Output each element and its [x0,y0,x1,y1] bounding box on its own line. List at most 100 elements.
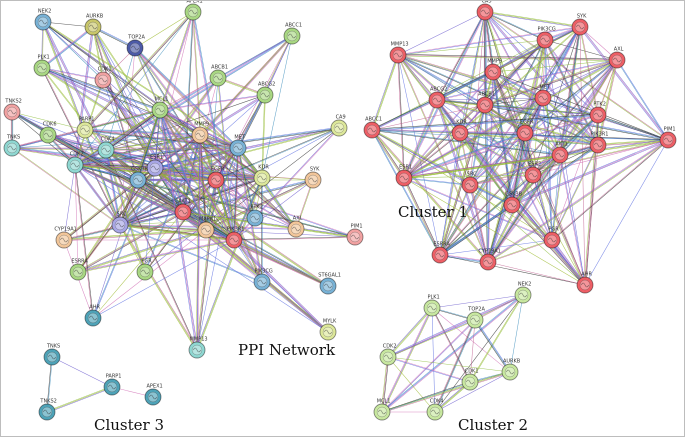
cluster1-node-ahr[interactable]: AHR [576,272,594,294]
cluster1-edge-abcb1-esrra [440,105,487,256]
cluster1-node-ca9[interactable]: CA9 [476,0,494,21]
cluster1-node-mmp9[interactable]: MMP9 [484,59,502,81]
ppi-node-parp1[interactable]: PARP1 [76,117,94,139]
cluster1-node-src[interactable]: SRC [461,172,479,194]
ppi-node-apex1[interactable]: APEX1 [184,0,203,21]
cluster1-node-mmp13[interactable]: MMP13 [389,42,409,64]
cluster2-node-nek2[interactable]: NEK2 [514,282,532,304]
cluster1-node-pim1[interactable]: PIM1 [659,127,677,149]
cluster1-edge-mmp13-esr2 [398,54,534,175]
ppi-node-ahr[interactable]: AHR [84,305,102,327]
cluster1-edge-met-esr1-1 [403,97,544,179]
cluster1-edge-axl-pik3r1-2 [596,59,617,145]
ppi-edge-gsk3b-tnks2-2 [12,111,139,180]
ppi-node-axl[interactable]: AXL [287,216,305,238]
ppi-edge-apex1-parp1-2 [84,11,193,130]
node-label: AXL [614,47,624,53]
ppi-node-kdr[interactable]: KDR [253,165,271,187]
ppi-node-pik3cg[interactable]: PIK3CG [253,269,273,291]
ppi-node-met[interactable]: MET [229,135,247,157]
ppi-node-cdk4[interactable]: CDK4 [97,137,115,159]
cluster1-node-cyp19a1[interactable]: CYP19A1 [478,249,501,271]
cluster1-node-axl[interactable]: AXL [608,47,626,69]
ppi-node-tnks2[interactable]: TNKS2 [3,99,22,121]
ppi-node-ca9[interactable]: CA9 [330,115,348,137]
ppi-node-mapk1[interactable]: MAPK1 [197,217,216,239]
ppi-node-plk1[interactable]: PLK1 [33,55,51,77]
ppi-node-mcl1[interactable]: MCL1 [151,97,168,119]
cluster3-node-parp1[interactable]: PARP1 [103,374,122,396]
cluster2-node-mcl1[interactable]: MCL1 [373,399,390,421]
cluster1-node-kdr[interactable]: KDR [451,120,469,142]
cluster1-node-syk[interactable]: SYK [571,14,589,36]
ppi-node-cyp19a1[interactable]: CYP19A1 [54,227,77,249]
ppi-node-aurkb[interactable]: AURKB [84,14,104,36]
ppi-node-akt1[interactable]: AKT1 [174,199,192,221]
ppi-node-top2a[interactable]: TOP2A [126,35,145,57]
ppi-edge-mmp13-mmp9-2 [197,135,202,351]
ppi-node-esrra[interactable]: ESRRA [69,259,88,281]
cluster1-node-gsk3b[interactable]: GSK3B [503,192,523,214]
protein-structure-squiggle [8,109,16,115]
cluster2-node-cdk1[interactable]: CDK1 [461,369,479,391]
cluster1-node-akt1[interactable]: AKT1 [551,142,569,164]
cluster1-node-abcc1[interactable]: ABCC1 [363,117,382,139]
cluster1-edge-kdr-esr2 [460,132,534,175]
ppi-edge-met-abcg2-2 [238,95,266,149]
cluster1-node-met[interactable]: MET [534,85,552,107]
ppi-node-ptk2[interactable]: PTK2 [246,205,264,227]
ppi-node-src[interactable]: SRC [111,212,129,234]
ppi-node-abcc1[interactable]: ABCC1 [283,23,302,45]
cluster1-edge-abcc1-esr1 [372,129,405,178]
ppi-node-syk[interactable]: SYK [304,167,322,189]
cluster1-node-egfr[interactable]: EGFR [516,120,534,142]
cluster2-node-cdk2[interactable]: CDK2 [379,344,397,366]
ppi-node-mylk[interactable]: MYLK [319,319,337,341]
ppi-node-nek2[interactable]: NEK2 [34,9,52,31]
ppi-node-tnks[interactable]: TNKS [3,135,21,157]
ppi-node-cdk2[interactable]: CDK2 [66,152,84,174]
ppi-node-gsk3b[interactable]: GSK3B [129,167,149,189]
cluster1-node-ptk2[interactable]: PTK2 [589,102,607,124]
cluster1-edge-pim1-pgr [552,140,669,241]
ppi-node-pik3r1[interactable]: PIK3R1 [225,227,244,249]
cluster2-edge-cdk1-mcl1-1 [381,381,470,412]
ppi-node-pgr[interactable]: PGR [136,259,154,281]
ppi-node-egfr[interactable]: EGFR [207,167,225,189]
cluster1-node-pik3cg[interactable]: PIK3CG [536,27,556,49]
ppi-node-cdk1[interactable]: CDK1 [94,67,112,89]
ppi-node-cdk6[interactable]: CDK6 [39,122,57,144]
cluster1-node-abcg2[interactable]: ABCG2 [428,87,447,109]
ppi-node-abcg2[interactable]: ABCG2 [256,82,275,104]
cluster1-node-pgr[interactable]: PGR [543,227,561,249]
cluster1-edge-syk-abcg2 [437,27,581,101]
protein-structure-squiggle [193,347,201,353]
protein-structure-squiggle [189,9,197,15]
cluster1-edge-esrra-gsk3b [439,204,512,255]
cluster2-node-aurkb[interactable]: AURKB [501,359,521,381]
cluster1-edge-pim1-cyp19a1 [488,140,669,263]
cluster1-node-esr1[interactable]: ESR1 [395,165,413,187]
cluster3-node-tnks[interactable]: TNKS [43,344,61,366]
ppi-node-mmp13[interactable]: MMP13 [188,337,208,359]
ppi-node-st6gal1[interactable]: ST6GAL1 [318,273,341,295]
node-label: PARP1 [106,374,122,380]
cluster3-node-apex1[interactable]: APEX1 [144,384,163,406]
ppi-node-abcb1[interactable]: ABCB1 [209,65,228,87]
cluster1-node-abcb1[interactable]: ABCB1 [476,92,495,114]
cluster2-node-plk1[interactable]: PLK1 [423,295,441,317]
ppi-node-pim1[interactable]: PIM1 [346,224,364,246]
cluster2-node-top2a[interactable]: TOP2A [466,307,485,329]
cluster3-node-tnks2[interactable]: TNKS2 [38,399,57,421]
ppi-edge-met-axl [238,147,297,229]
cluster1-edge-syk-pim1 [580,26,669,140]
ppi-node-mmp9[interactable]: MMP9 [191,122,209,144]
cluster2-node-cdk4[interactable]: CDK4 [426,399,444,421]
cluster1-node-esrra[interactable]: ESRRA [431,242,450,264]
cluster1-node-esr2[interactable]: ESR2 [524,162,542,184]
ppi-node-esr1[interactable]: ESR1 [146,155,164,177]
cluster1-edge-abcb1-met [484,97,544,106]
cluster1-node-pik3r1[interactable]: PIK3R1 [589,132,608,154]
